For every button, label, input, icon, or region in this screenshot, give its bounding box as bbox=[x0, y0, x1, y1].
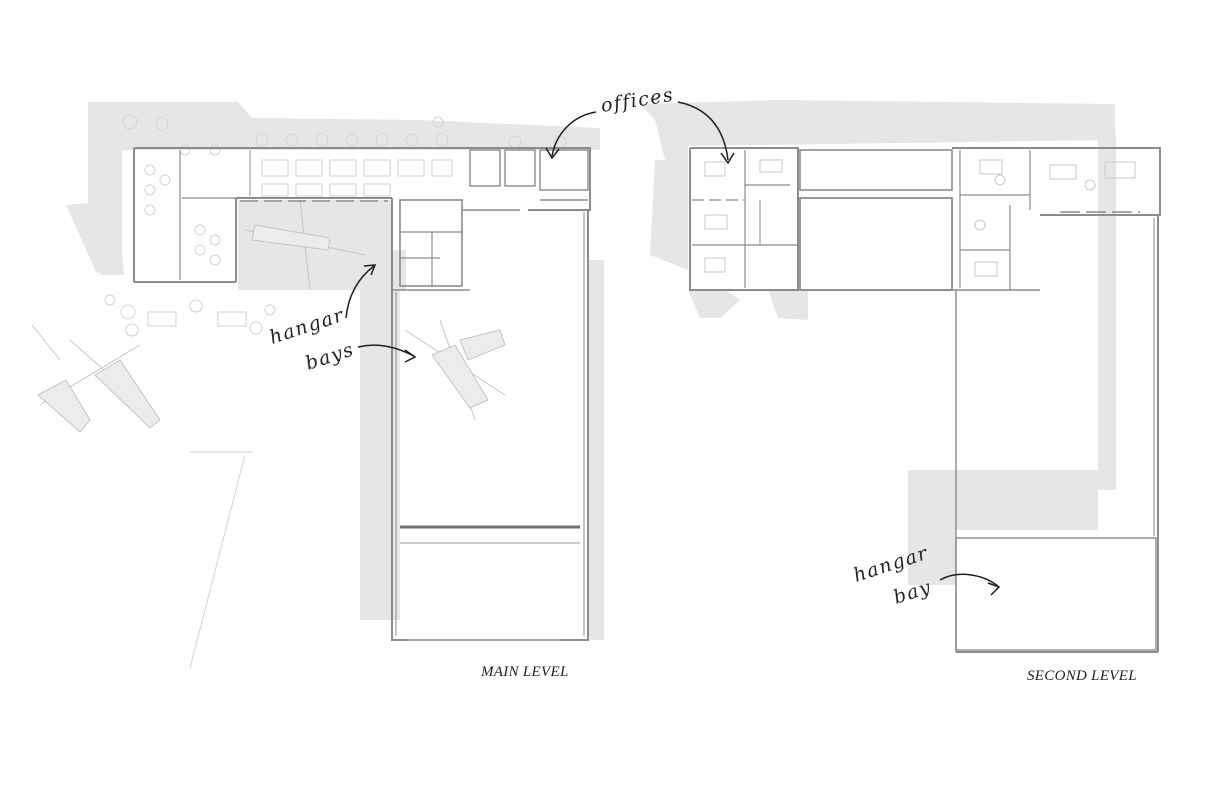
aircraft-outline bbox=[31, 324, 161, 433]
furniture-rows bbox=[144, 144, 453, 266]
second-level-label: SECOND LEVEL bbox=[1027, 668, 1137, 684]
second-level-furniture bbox=[704, 159, 1136, 277]
main-level-walls bbox=[133, 147, 591, 641]
second-level-walls bbox=[689, 147, 1161, 653]
hangar-bays-text-line1: hangar bbox=[267, 304, 348, 349]
hangar-bays-arrow-up bbox=[345, 265, 375, 319]
hangar-bays-text-line2: bays bbox=[303, 338, 357, 374]
second-level-shadow bbox=[640, 100, 1116, 585]
second-level-plan bbox=[640, 100, 1161, 653]
offices-arrow-left bbox=[551, 111, 597, 157]
hangar-bay-arrow bbox=[939, 573, 999, 587]
tree-row bbox=[122, 114, 567, 149]
lounge-aircraft-outline bbox=[244, 199, 366, 291]
site-context bbox=[31, 114, 567, 669]
main-level-plan bbox=[31, 102, 604, 669]
hangar-bay-text-line2: bay bbox=[891, 576, 935, 609]
main-level-label: MAIN LEVEL bbox=[481, 664, 569, 680]
main-level-shadow bbox=[66, 102, 604, 640]
hangar-aircraft-outline bbox=[404, 319, 506, 421]
offices-arrow-right bbox=[677, 101, 729, 161]
